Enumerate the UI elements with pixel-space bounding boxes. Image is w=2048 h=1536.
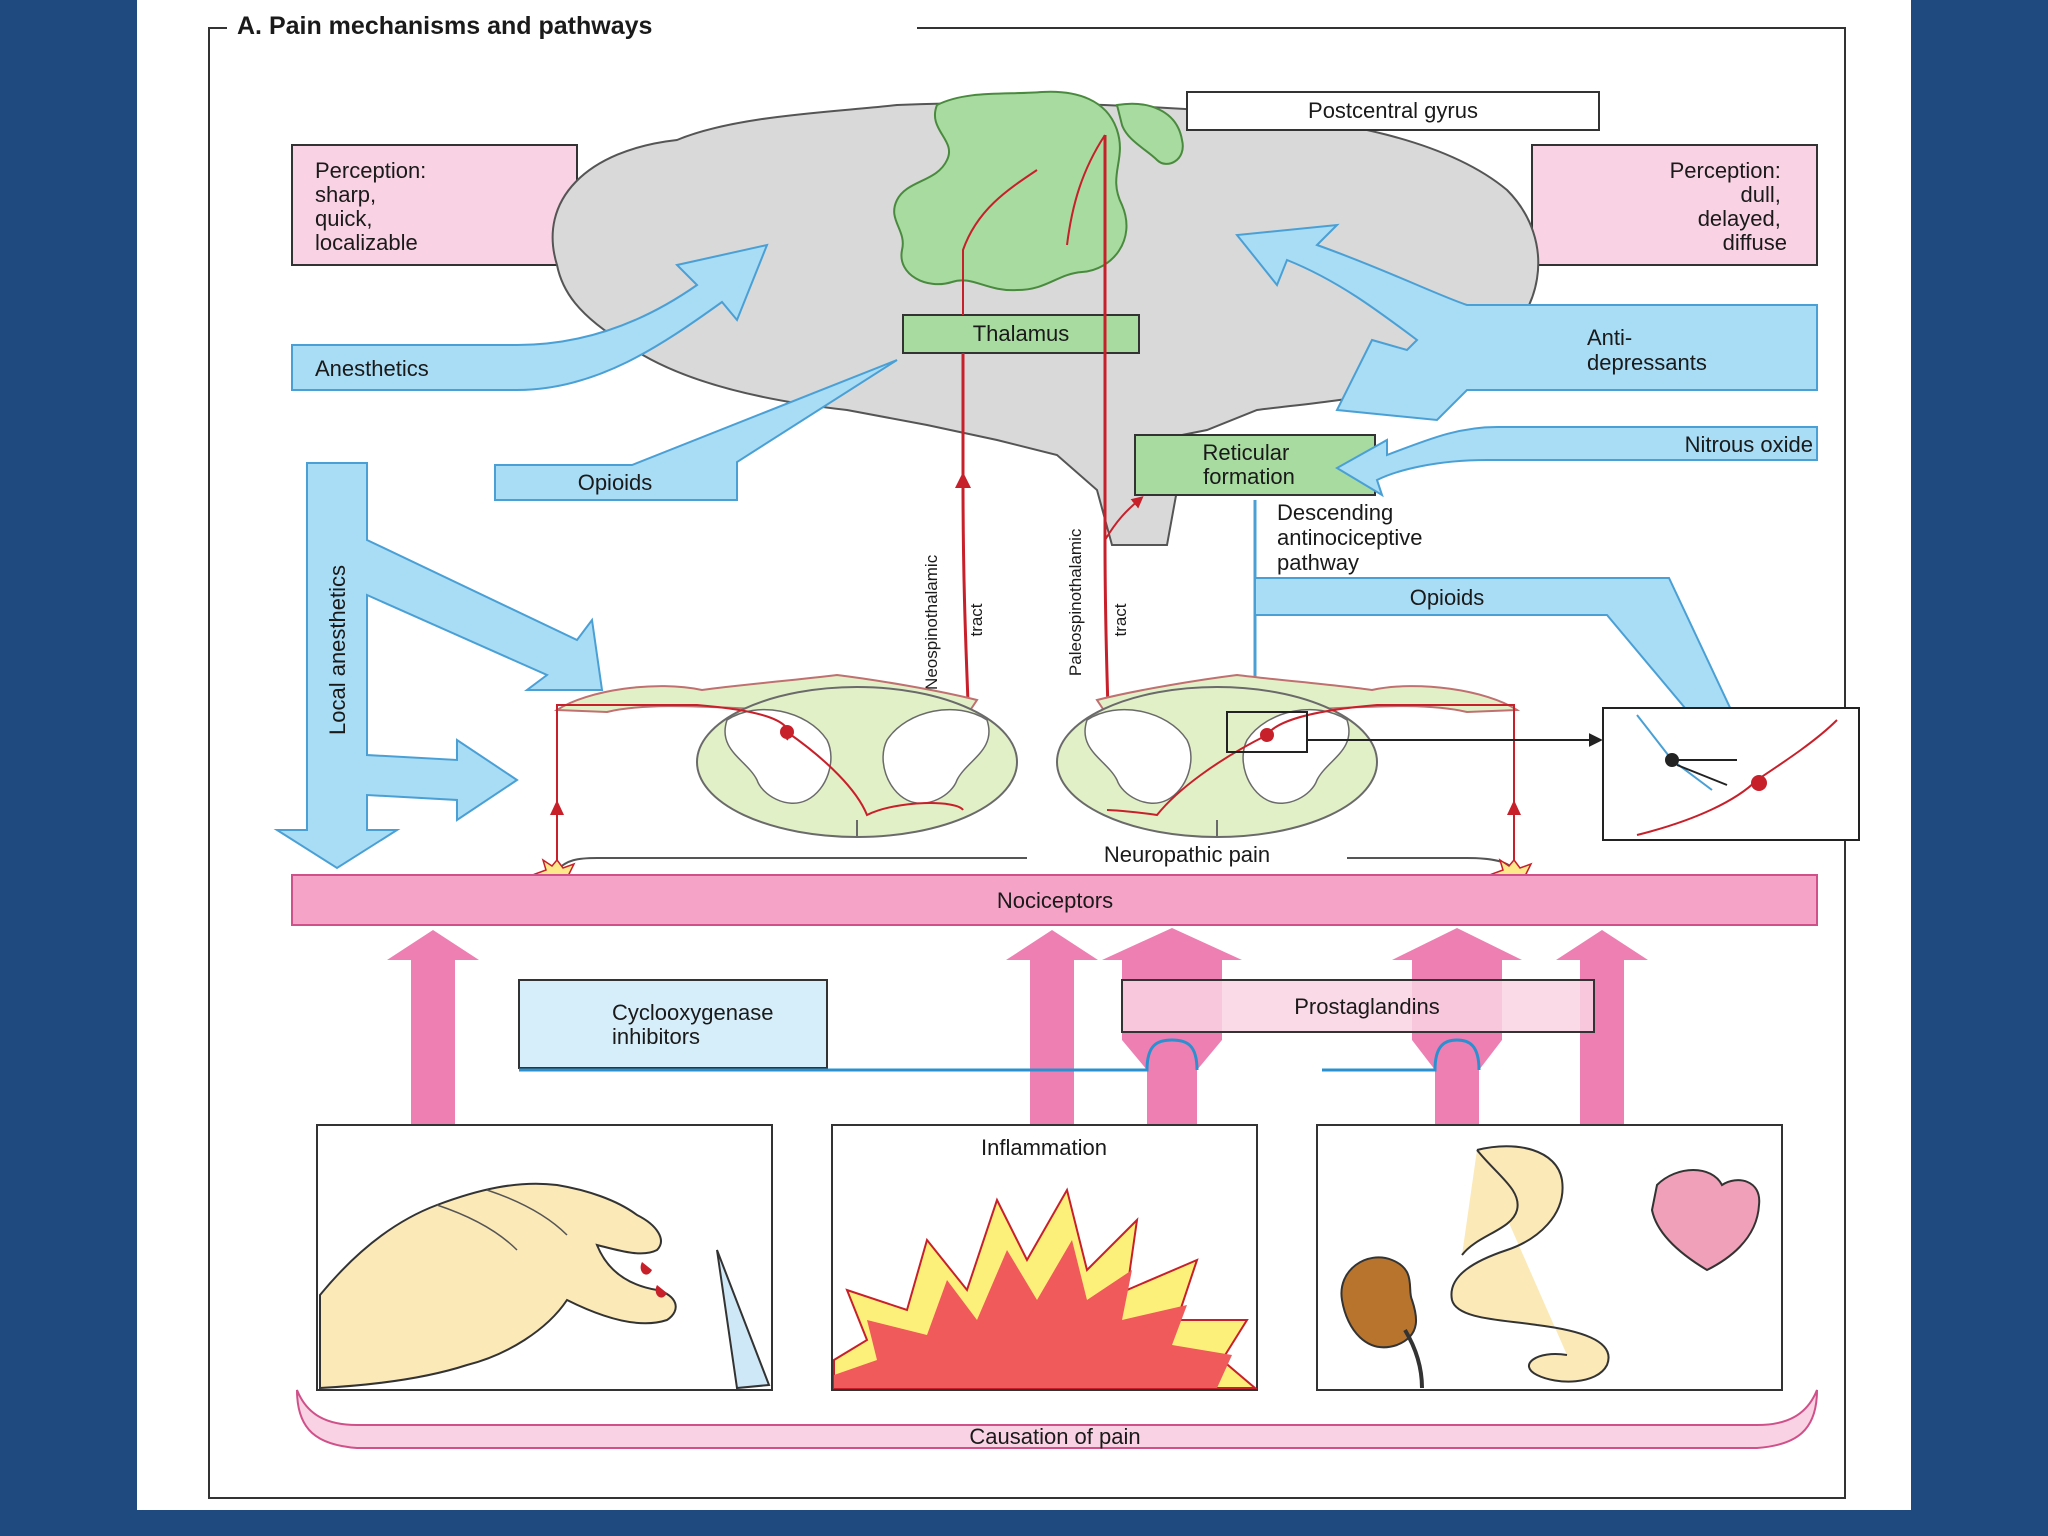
opioids-upper-label: Opioids (578, 470, 653, 495)
cortex-lobe (1115, 102, 1184, 165)
pink-arrow-1 (387, 930, 479, 1125)
thalamus-box (902, 314, 1140, 354)
local-anesthetics-arrow (273, 462, 604, 870)
synapse-detail-box (1602, 707, 1860, 841)
kidney-illustration (1340, 1256, 1418, 1349)
cox-inhibitors-label: Cyclooxygenase inhibitors (612, 1000, 780, 1049)
reticular-formation-label: Reticular formation (1203, 440, 1296, 489)
right-crossing-fiber (1106, 734, 1268, 817)
cox-inhibition-line (519, 1038, 1481, 1072)
hand-illustration (319, 1182, 677, 1390)
nociceptors-bar (291, 874, 1818, 926)
pink-arrow-2 (1006, 930, 1098, 1125)
pain-pathways-diagram: A. Pain mechanisms and pathways Percepti… (208, 10, 1860, 1499)
thalamus-label: Thalamus (973, 321, 1070, 346)
nitrous-oxide-arrow (1335, 426, 1818, 498)
spinal-cord-left (553, 673, 1018, 838)
slide: A. Pain mechanisms and pathways Percepti… (137, 0, 1911, 1510)
neospinothalamic-arrowhead (955, 472, 971, 488)
heart-illustration (1650, 1169, 1761, 1272)
perception-right-box (1531, 144, 1818, 266)
local-anesthetics-label: Local anesthetics (325, 565, 350, 735)
anesthetics-arrow (291, 243, 769, 391)
perception-left-text: Perception: sharp, quick, localizable (315, 158, 432, 255)
inflammation-panel: Inflammation (831, 1124, 1258, 1391)
thalamus-branch-line (962, 169, 1038, 315)
spinal-cord-right (1056, 673, 1521, 838)
reticular-branch-line (1104, 496, 1144, 541)
nitrous-oxide-label: Nitrous oxide (1685, 432, 1813, 457)
antidepressants-label: Anti- depressants (1587, 325, 1707, 375)
paleospinothalamic-tract-label: Paleospinothalamic tract (1066, 524, 1130, 676)
perception-left-box (291, 144, 578, 266)
right-afferent-fiber (1266, 704, 1515, 870)
opioids-upper-arrow (494, 359, 898, 501)
right-afferent-arrowhead (1507, 800, 1521, 815)
neuropathic-pain-label: Neuropathic pain (1104, 842, 1270, 867)
causation-bracket (296, 1389, 1818, 1449)
causation-of-pain-label: Causation of pain (969, 1424, 1140, 1449)
finger-lines (436, 1189, 568, 1251)
synapse-detail-connector (1672, 759, 1737, 786)
cortex-branch-line (1066, 134, 1106, 246)
postcentral-gyrus-label: Postcentral gyrus (1308, 98, 1478, 123)
organs-panel (1316, 1124, 1783, 1391)
left-crossing-fiber (786, 731, 964, 817)
nociceptors-label: Nociceptors (997, 888, 1113, 913)
figure-title: A. Pain mechanisms and pathways (237, 12, 652, 40)
flame-inner (834, 1240, 1232, 1388)
inflammation-label: Inflammation (981, 1135, 1107, 1160)
ureter (1403, 1328, 1424, 1389)
stomach-intestine (1450, 1145, 1610, 1383)
antidepressants-arrow (1235, 223, 1818, 422)
cox-inhibitors-box (518, 979, 828, 1069)
pink-arrow-5 (1556, 930, 1648, 1125)
postcentral-gyrus-box (1186, 91, 1600, 131)
knife-blade (716, 1249, 771, 1390)
prostaglandins-box (1121, 979, 1595, 1033)
synapse-detail-red-dot (1751, 775, 1767, 791)
prostaglandins-label: Prostaglandins (1294, 994, 1440, 1019)
synapse-zoom-source (1226, 711, 1308, 753)
left-afferent-arrowhead (550, 800, 564, 815)
opioids-lower-label: Opioids (1410, 585, 1485, 610)
blood-drops (640, 1262, 667, 1298)
neospinothalamic-tract-label: Neospinothalamic tract (922, 550, 986, 690)
injury-panel (316, 1124, 773, 1391)
perception-right-text: Perception: dull, delayed, diffuse (1670, 158, 1787, 255)
descending-pathway-label: Descending antinociceptive pathway (1277, 500, 1429, 575)
anesthetics-label: Anesthetics (315, 356, 429, 381)
